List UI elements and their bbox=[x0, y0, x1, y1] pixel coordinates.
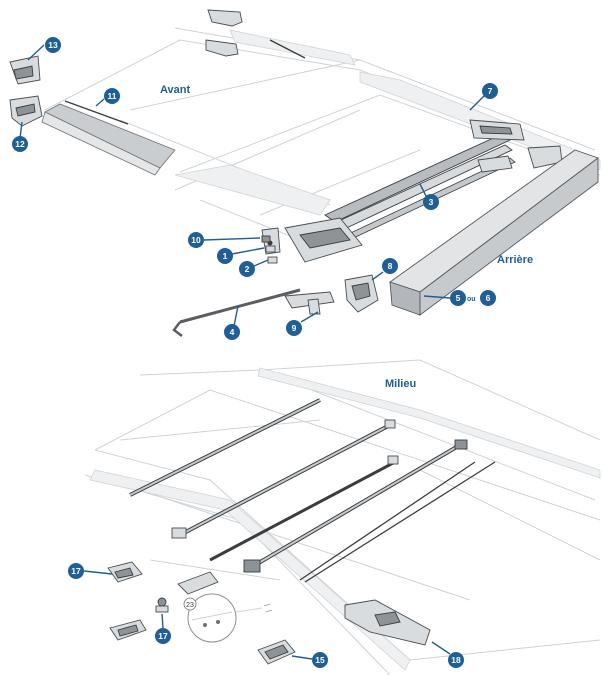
callout-13: 13 bbox=[27, 37, 61, 61]
bracket-12 bbox=[9, 95, 43, 127]
detail-23: 23 bbox=[183, 593, 273, 643]
bottom-assembly: 23 bbox=[84, 359, 601, 675]
callout-5: 5 bbox=[423, 290, 466, 306]
callout-2: 2 bbox=[239, 259, 269, 277]
bar-end-caps bbox=[171, 419, 468, 573]
bracket-13 bbox=[9, 55, 41, 85]
callout-18: 18 bbox=[431, 641, 464, 668]
callout-17-top: 17 bbox=[68, 563, 113, 579]
label-milieu: Milieu bbox=[385, 378, 416, 390]
callout-10: 10 bbox=[188, 232, 261, 248]
label-arriere: Arrière bbox=[497, 254, 533, 266]
rod-4 bbox=[172, 288, 301, 337]
svg-text:6: 6 bbox=[486, 293, 491, 303]
label-avant: Avant bbox=[160, 84, 190, 96]
callout-9: 9 bbox=[286, 311, 319, 336]
svg-text:15: 15 bbox=[315, 655, 325, 665]
callout-15: 15 bbox=[291, 652, 328, 668]
svg-text:2: 2 bbox=[245, 264, 250, 274]
part-center-clip bbox=[177, 571, 219, 595]
svg-text:9: 9 bbox=[292, 323, 297, 333]
part-17-small bbox=[155, 597, 169, 613]
rear-beam bbox=[389, 149, 599, 316]
svg-text:18: 18 bbox=[451, 655, 461, 665]
svg-text:10: 10 bbox=[191, 235, 201, 245]
callout-8: 8 bbox=[371, 258, 398, 281]
part-left-lower bbox=[109, 619, 147, 641]
callout-17-bottom: 17 bbox=[155, 613, 171, 644]
cable-top bbox=[269, 39, 306, 59]
detail-23-label: 23 bbox=[186, 602, 194, 609]
rear-mechanism bbox=[469, 119, 525, 141]
bracket-9 bbox=[284, 291, 335, 315]
callout-4: 4 bbox=[224, 305, 240, 340]
svg-text:13: 13 bbox=[48, 40, 58, 50]
svg-text:11: 11 bbox=[108, 91, 117, 101]
callout-7: 7 bbox=[469, 83, 498, 111]
top-assembly bbox=[9, 9, 601, 337]
callout-11: 11 bbox=[95, 88, 120, 107]
svg-text:17: 17 bbox=[71, 566, 81, 576]
callout-3: 3 bbox=[419, 183, 439, 210]
svg-text:17: 17 bbox=[158, 631, 168, 641]
cable-11 bbox=[64, 100, 129, 125]
svg-text:3: 3 bbox=[429, 197, 434, 207]
bottom-roof-outline bbox=[84, 359, 601, 675]
bottom-cross-bars bbox=[129, 398, 496, 583]
part-18 bbox=[344, 599, 431, 646]
callout-12: 12 bbox=[12, 121, 28, 152]
part-15 bbox=[257, 639, 296, 665]
callout-6: 6 bbox=[480, 290, 496, 306]
front-header-bar bbox=[41, 103, 176, 176]
label-ou: ou bbox=[467, 296, 476, 303]
svg-text:4: 4 bbox=[230, 327, 235, 337]
svg-text:1: 1 bbox=[223, 251, 228, 261]
front-mechanism bbox=[261, 217, 363, 263]
rear-brackets bbox=[477, 145, 563, 173]
part-17-left bbox=[107, 561, 143, 583]
top-brackets bbox=[205, 9, 243, 57]
callout-1: 1 bbox=[217, 247, 265, 264]
svg-text:7: 7 bbox=[488, 86, 493, 96]
svg-text:5: 5 bbox=[456, 293, 461, 303]
bracket-8 bbox=[344, 274, 379, 313]
svg-text:12: 12 bbox=[15, 139, 25, 149]
svg-text:8: 8 bbox=[388, 261, 393, 271]
